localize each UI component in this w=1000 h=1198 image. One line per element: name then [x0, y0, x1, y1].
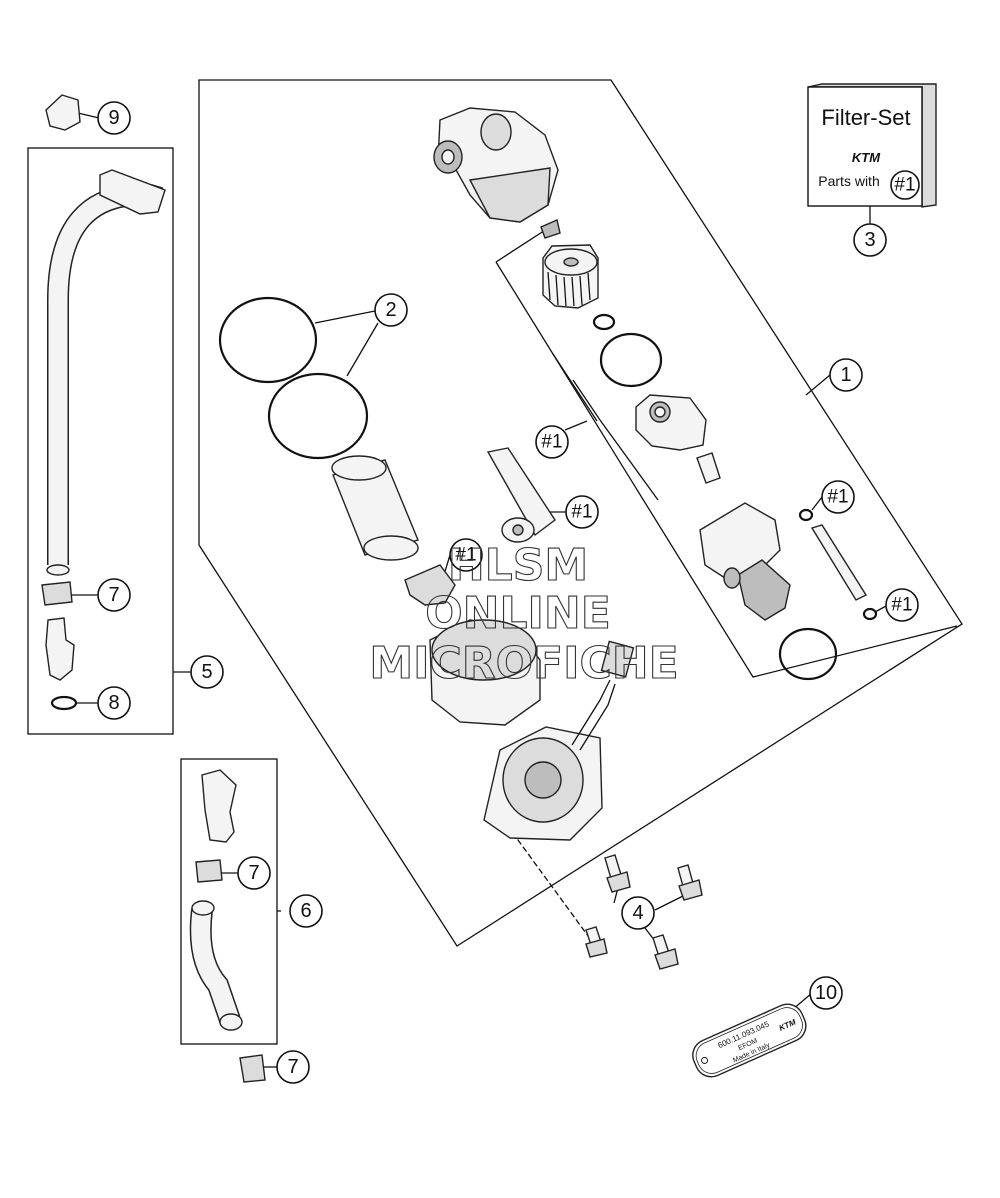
label-plate: 600.11.093.045 EFOM Made in Italy KTM	[692, 1003, 807, 1078]
filter-set-title: Filter-Set	[821, 105, 910, 130]
small-sleeve	[696, 452, 721, 484]
ref-1-filter: #1	[535, 425, 569, 459]
callout-3: 3	[853, 223, 887, 257]
ktm-logo: KTM	[852, 150, 881, 165]
pump-motor	[699, 502, 791, 621]
callout-1: 1	[829, 358, 863, 392]
ref-1-bracket: #1	[565, 495, 599, 529]
watermark-line1: HLSM	[448, 540, 588, 591]
pump-flange	[483, 640, 635, 841]
callout-7-loose: 7	[276, 1050, 310, 1084]
callout-5: 5	[190, 655, 224, 689]
callout-8: 8	[97, 686, 131, 720]
svg-text:6: 6	[300, 900, 311, 922]
large-oring-2	[267, 372, 369, 460]
pump-seal-ring	[778, 627, 838, 681]
bolts	[585, 854, 703, 970]
svg-text:2: 2	[385, 299, 396, 321]
pump-oring-a	[798, 508, 814, 522]
svg-text:4: 4	[632, 902, 643, 924]
large-oring-1	[218, 296, 318, 384]
watermark: HLSM ONLINE MICROFICHE	[369, 539, 679, 689]
callout-6: 6	[289, 894, 323, 928]
filter-set-ref-badge: #1	[890, 170, 920, 200]
callout-7-hose: 7	[237, 856, 271, 890]
main-assembly-frame	[198, 79, 963, 947]
ref-1-oring: #1	[821, 480, 855, 514]
svg-text:7: 7	[287, 1056, 298, 1078]
bolt-dash-line	[506, 824, 592, 941]
parts-with-label: Parts with	[818, 173, 879, 189]
connector-hose-parts	[189, 769, 243, 1031]
svg-text:#1: #1	[827, 487, 848, 508]
ref-1-pin: #1	[885, 588, 919, 622]
svg-text:#1: #1	[455, 545, 476, 566]
svg-text:#1: #1	[541, 432, 562, 453]
clip-9	[45, 94, 81, 131]
ref-1-clip: #1	[449, 538, 483, 572]
pump-head	[433, 107, 559, 223]
retaining-clip	[404, 564, 456, 606]
svg-text:7: 7	[108, 584, 119, 606]
svg-text:7: 7	[248, 862, 259, 884]
fuel-line-frame	[27, 147, 174, 735]
filter-oring	[599, 332, 663, 388]
small-oring-8	[50, 695, 78, 711]
svg-text:9: 9	[108, 107, 119, 129]
strainer-sleeve	[331, 455, 419, 561]
hose-clamp-a	[41, 581, 73, 606]
filter-set-box: Filter-Set KTM Parts with #1	[807, 83, 937, 208]
callout-7-fuel-line: 7	[97, 578, 131, 612]
pressure-regulator	[635, 394, 707, 451]
hose-clamp-c	[239, 1054, 266, 1083]
callout-4: 4	[621, 896, 655, 930]
svg-text:5: 5	[201, 661, 212, 683]
small-oring	[592, 313, 616, 331]
pump-oring-b	[862, 607, 878, 621]
svg-text:#1: #1	[571, 502, 592, 523]
pump-housing	[429, 619, 541, 726]
pump-pin	[810, 524, 868, 601]
svg-text:#1: #1	[891, 595, 912, 616]
pump-bracket	[486, 447, 556, 543]
callout-9: 9	[97, 101, 131, 135]
svg-text:8: 8	[108, 692, 119, 714]
watermark-line2: ONLINE	[425, 588, 611, 639]
connector-hose-frame	[180, 758, 278, 1045]
svg-text:#1: #1	[894, 175, 915, 196]
watermark-line3: MICROFICHE	[369, 638, 678, 689]
svg-text:1: 1	[840, 364, 851, 386]
svg-text:3: 3	[864, 229, 875, 251]
quick-connector	[45, 617, 75, 681]
leader-lines	[72, 112, 889, 1068]
callout-2: 2	[374, 293, 408, 327]
fuel-line	[46, 169, 166, 576]
svg-text:10: 10	[815, 982, 837, 1004]
callout-10: 10	[809, 976, 843, 1010]
fuel-filter	[540, 219, 599, 309]
